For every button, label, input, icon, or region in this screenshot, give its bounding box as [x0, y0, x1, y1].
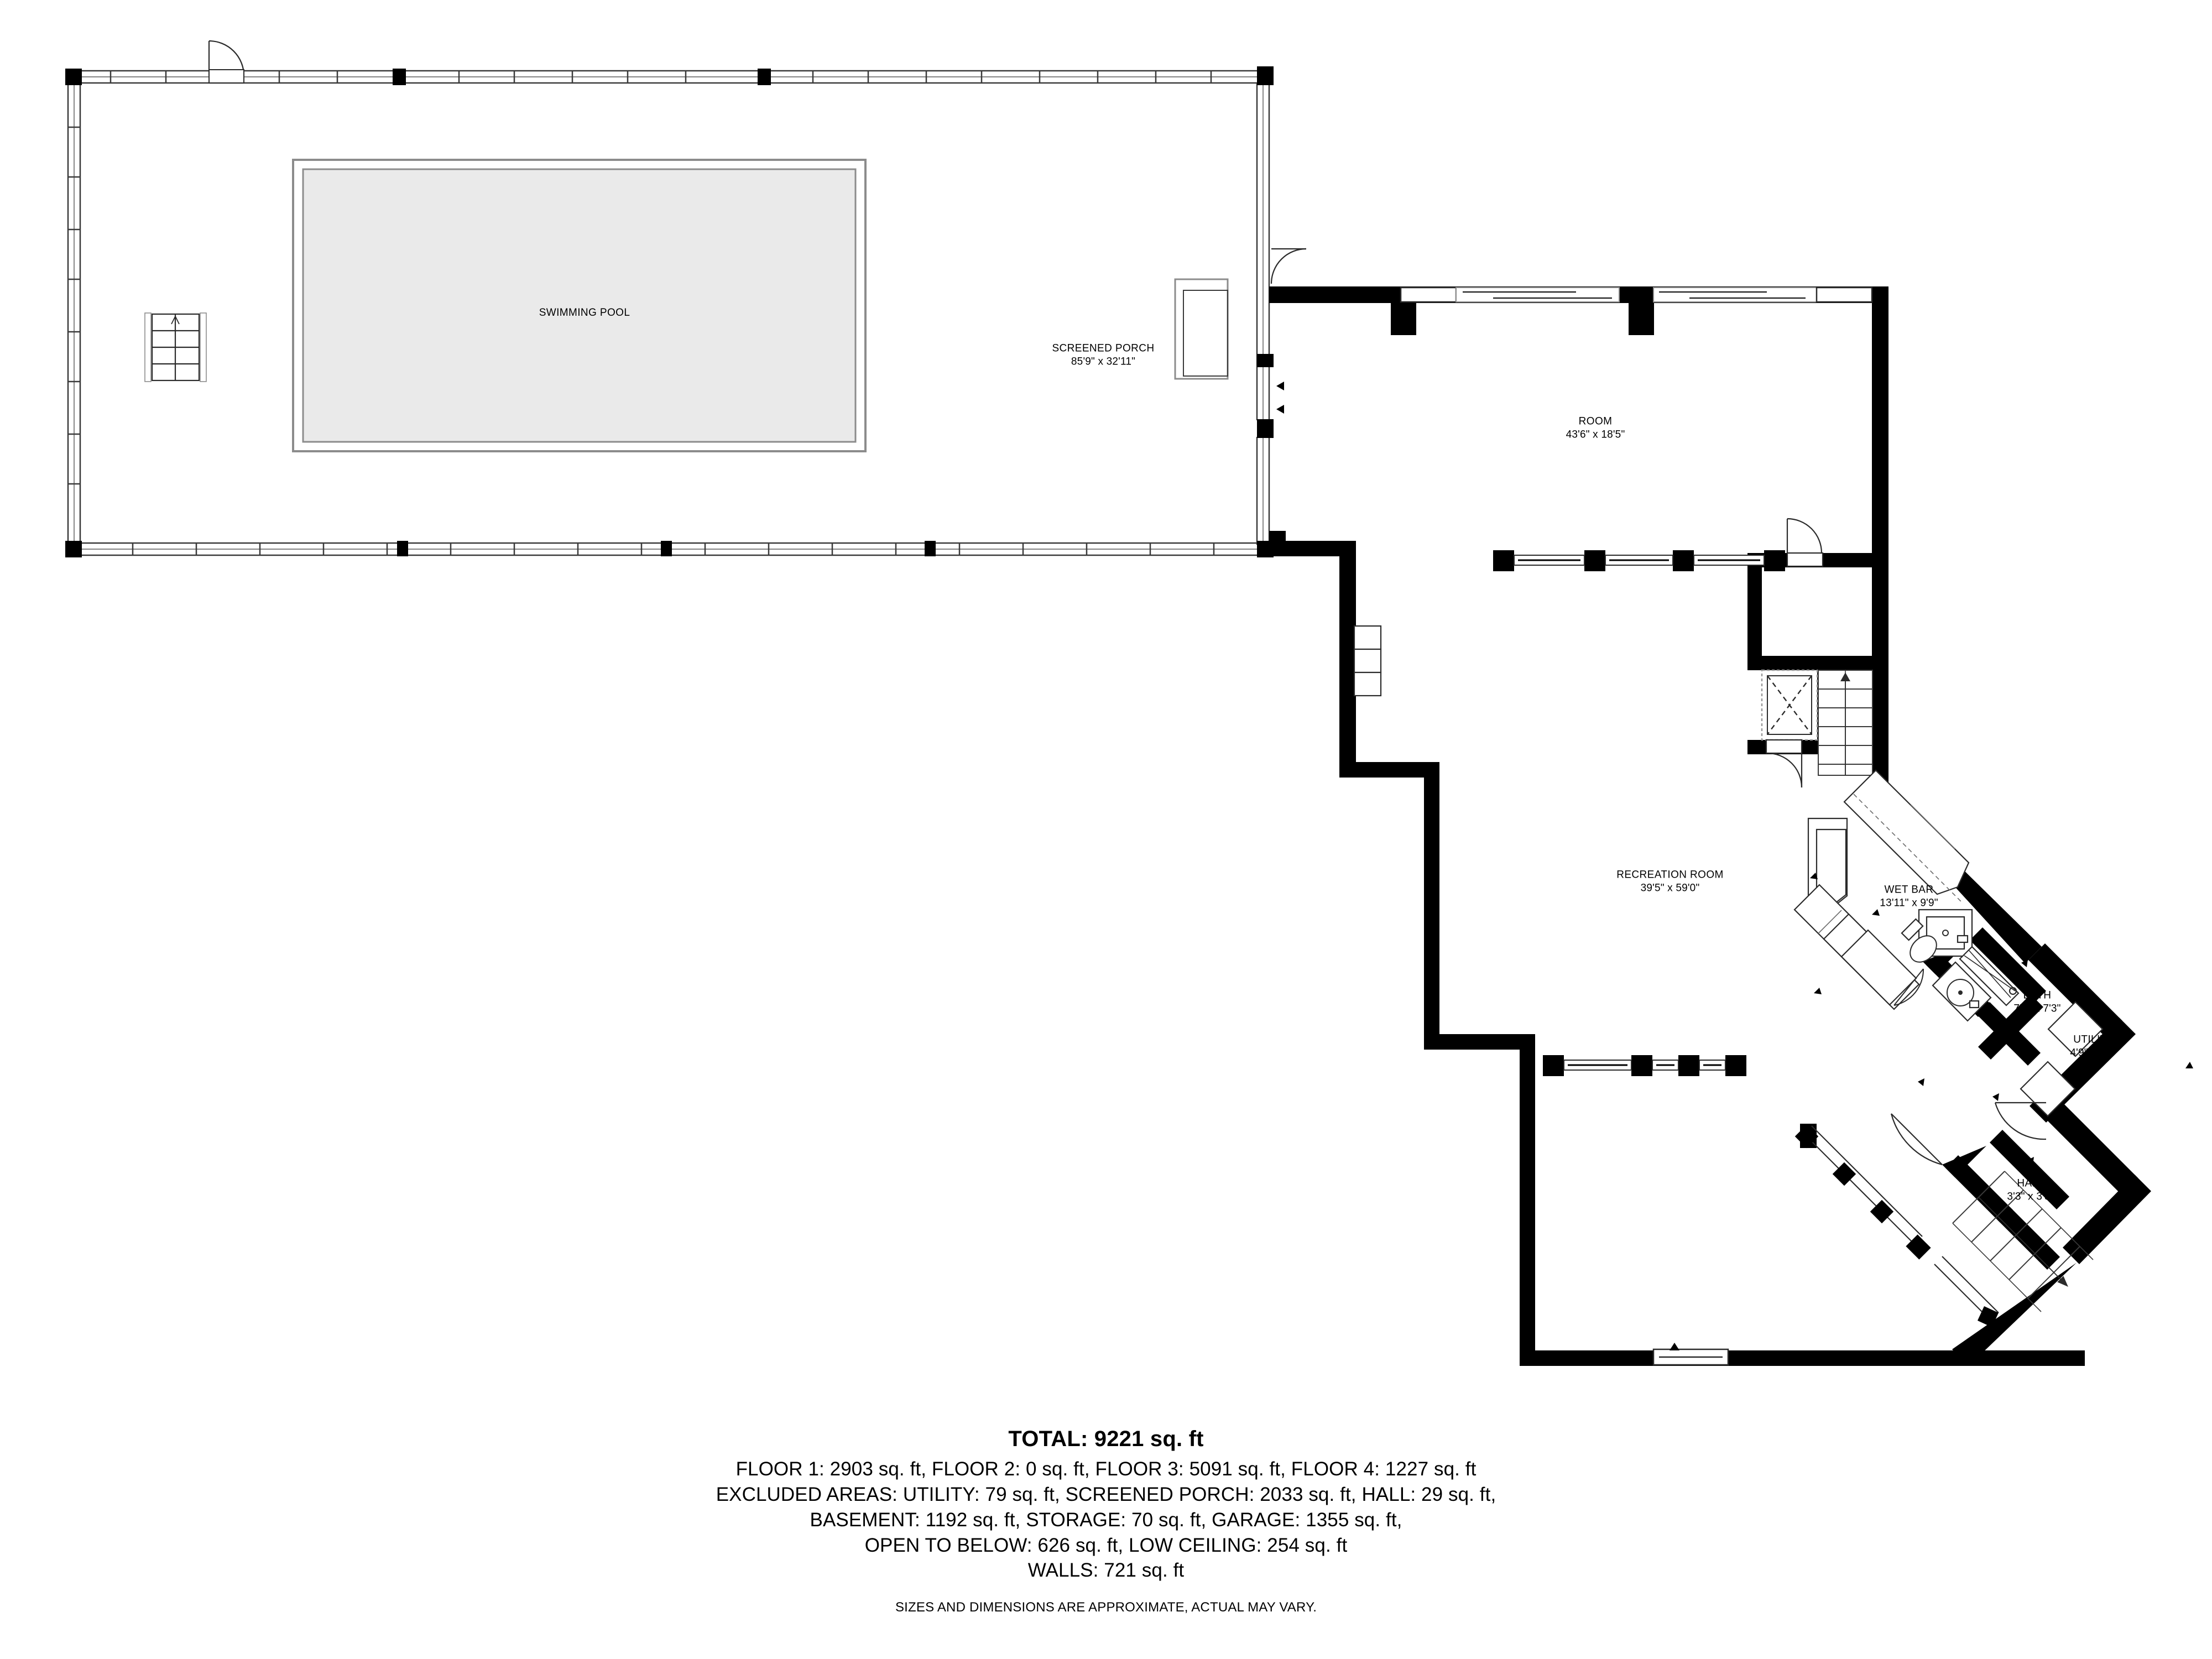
wall-house-left-2 [1424, 762, 1439, 1050]
summary-line-floors: FLOOR 1: 2903 sq. ft, FLOOR 2: 0 sq. ft,… [735, 1458, 1477, 1480]
porch-left-screen-wall [67, 71, 81, 555]
wall-house-bottom [1520, 1350, 2085, 1366]
wall-hall-s [1997, 1207, 2060, 1270]
summary-line-excluded-1: EXCLUDED AREAS: UTILITY: 79 sq. ft, SCRE… [716, 1483, 1496, 1505]
total-area: TOTAL: 9221 sq. ft [1008, 1427, 1204, 1451]
screened-porch-structure [65, 40, 1307, 557]
porch-right-screen-wall [1256, 83, 1270, 545]
storage-closet: x [1761, 669, 1818, 741]
room-top-glazing [1400, 286, 1873, 316]
utility-door [1994, 1102, 2047, 1140]
wall-house-jog-2 [1424, 1034, 1535, 1050]
porch-bottom-posts [397, 541, 936, 556]
pool-coping [292, 159, 867, 452]
closet-door-bottom [1765, 739, 1803, 788]
railing-lower [1543, 1055, 1746, 1076]
porch-house-door [1270, 248, 1307, 284]
wall-angle-se-2 [2063, 1175, 2151, 1264]
wall-angle-ne-2 [2028, 943, 2122, 1037]
area-summary: TOTAL: 9221 sq. ft FLOOR 1: 2903 sq. ft,… [0, 1427, 2212, 1615]
wall-hall-ne [1990, 1130, 2069, 1209]
porch-spa [1174, 278, 1229, 380]
summary-line-walls: WALLS: 721 sq. ft [1027, 1559, 1185, 1582]
utility-fixtures [2020, 1001, 2104, 1117]
porch-bottom-mullions [132, 543, 1215, 555]
pool-steps [144, 312, 207, 382]
summary-line-excluded-3: OPEN TO BELOW: 626 sq. ft, LOW CEILING: … [864, 1534, 1348, 1556]
wet-bar-counters [1793, 769, 1973, 1010]
main-house-walls [1269, 286, 2151, 1366]
wall-closet-mid [1747, 656, 1875, 670]
stairs-up [1818, 670, 1873, 776]
pilaster-b [1629, 303, 1654, 335]
wall-angle-se-1 [2046, 1103, 2138, 1194]
hall-door [1890, 1113, 1943, 1166]
porch-top-screen-wall [66, 70, 1269, 84]
hall-stairs [1952, 1171, 2094, 1312]
closet-door-top [1786, 518, 1824, 567]
porch-posts [65, 66, 1274, 557]
summary-line-excluded-2: BASEMENT: 1192 sq. ft, STORAGE: 70 sq. f… [810, 1509, 1402, 1531]
toilet [1901, 918, 1937, 963]
pilaster-a [1391, 303, 1416, 335]
wall-closet-left [1747, 553, 1762, 669]
wall-house-jog-1 [1339, 762, 1439, 778]
wall-house-left-3 [1520, 1034, 1535, 1366]
pool-water [302, 168, 857, 443]
disclaimer-text: SIZES AND DIMENSIONS ARE APPROXIMATE, AC… [895, 1600, 1317, 1615]
porch-left-mullions [68, 126, 80, 485]
porch-entry-door-opening [208, 69, 244, 84]
wall-bath-right [1978, 994, 2043, 1060]
side-stairs [1353, 625, 1382, 697]
bottom-wall-window [1652, 1343, 1729, 1366]
wall-house-left-1 [1339, 541, 1356, 778]
wall-hall-sw [1945, 1155, 2013, 1223]
bath-fixtures [1893, 918, 2020, 1022]
wall-angle-sw [1952, 1244, 2096, 1366]
direction-markers [1276, 382, 2193, 1204]
svg-text:x: x [1788, 702, 1791, 709]
wall-room-right [1872, 286, 1888, 801]
wall-bath-top [1970, 927, 2046, 1004]
railing-upper [1493, 550, 1785, 571]
